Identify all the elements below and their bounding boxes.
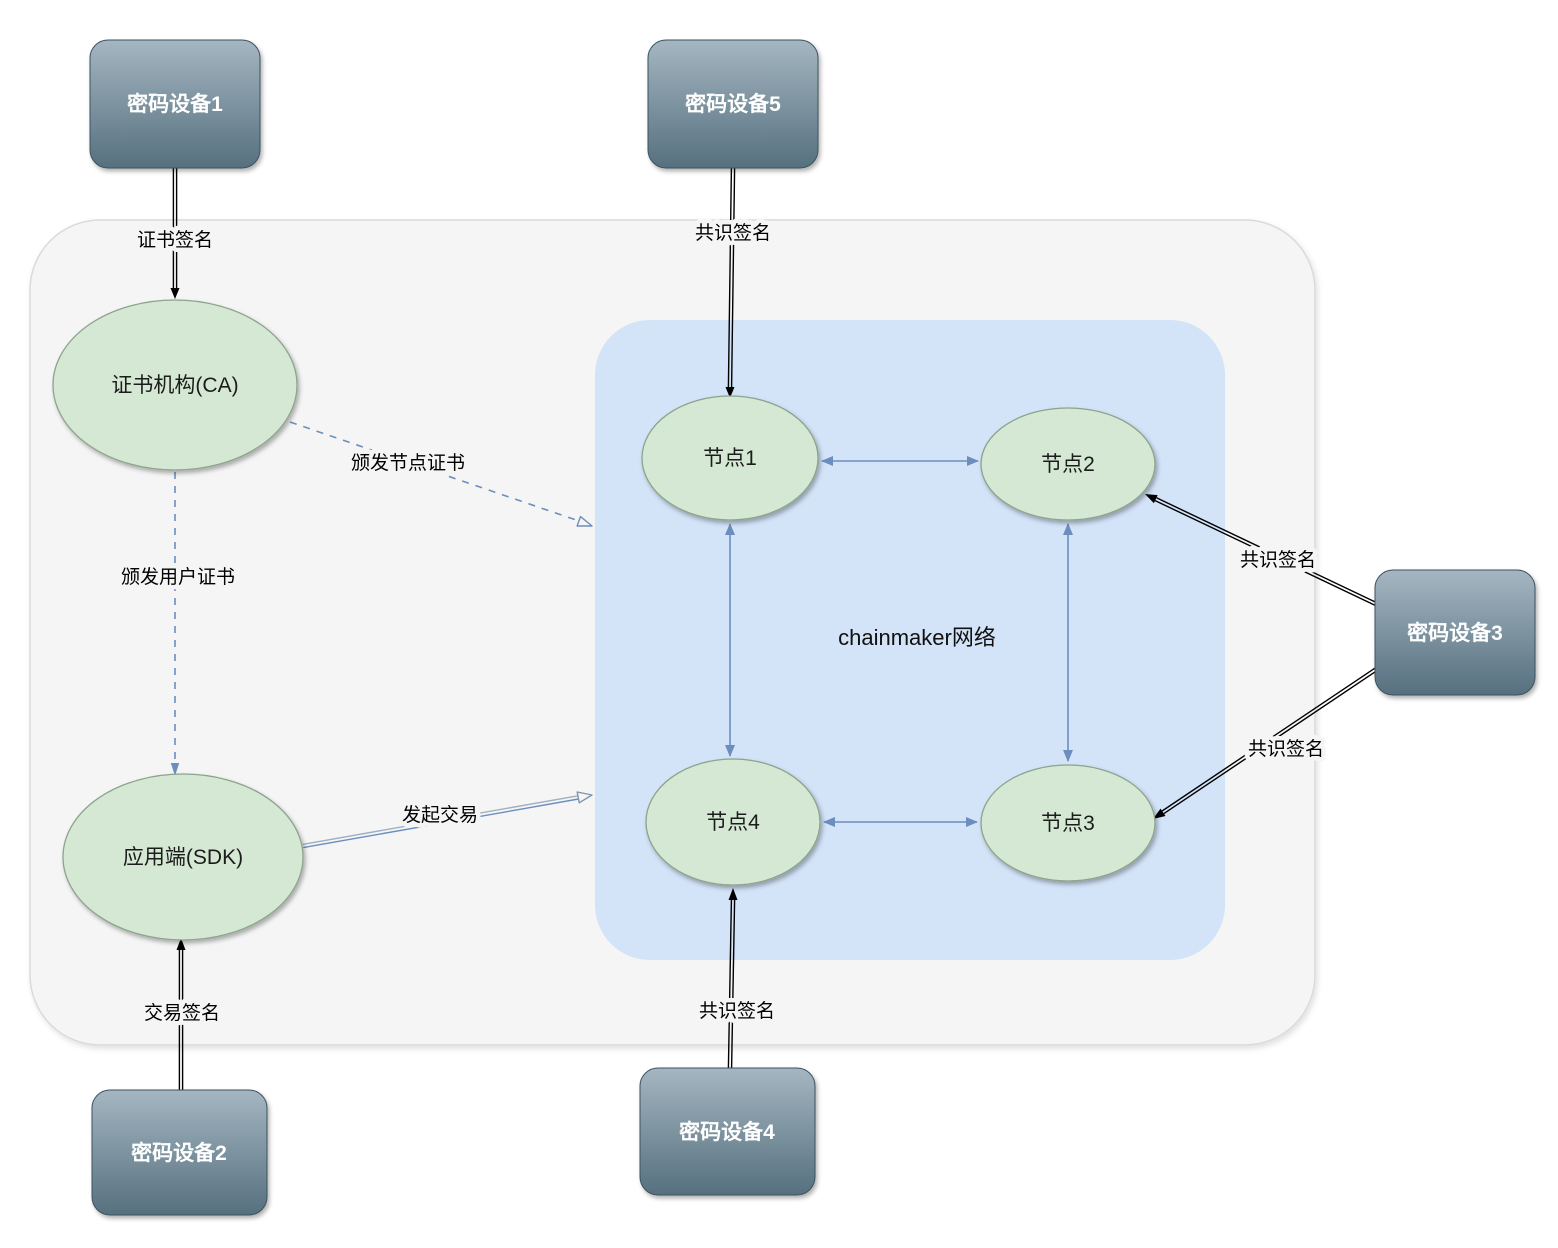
arrowhead-icon — [170, 288, 180, 299]
ca-label: 证书机构(CA) — [111, 374, 238, 397]
node1-ellipse — [641, 395, 819, 521]
edge-consensus-bottom-line — [727, 899, 733, 1069]
node3-label: 节点3 — [1041, 812, 1095, 835]
device5-label: 密码设备5 — [685, 92, 781, 116]
edge-consensus-top — [725, 167, 736, 398]
node1: 节点1 — [641, 395, 819, 521]
device1-box: 密码设备1 — [89, 39, 261, 169]
edge-label-cert-sign: 证书签名 — [137, 229, 213, 251]
node3-ellipse — [980, 764, 1156, 882]
node2-label: 节点2 — [1041, 453, 1095, 476]
node4-label: 节点4 — [706, 811, 760, 834]
node3: 节点3 — [980, 764, 1156, 882]
device1-label: 密码设备1 — [127, 92, 223, 116]
arrowhead-icon — [176, 938, 186, 950]
arrowhead-icon — [170, 763, 180, 776]
network-label: chainmaker网络 — [838, 625, 996, 650]
edge-label-consensus-top: 共识签名 — [695, 222, 771, 244]
edge-label-issue-node-cert: 颁发节点证书 — [351, 452, 465, 474]
device5-rect — [647, 39, 819, 169]
edge-label-consensus-right-bottom: 共识签名 — [1248, 738, 1324, 760]
edge-tx-sign — [176, 938, 186, 1090]
node4: 节点4 — [645, 758, 821, 886]
device1-rect — [89, 39, 261, 169]
edge-label-initiate-tx: 发起交易 — [402, 804, 478, 826]
arrowhead-icon — [576, 791, 593, 804]
node2: 节点2 — [980, 407, 1156, 521]
arrowhead-icon — [1145, 494, 1158, 504]
device4-box: 密码设备4 — [639, 1067, 816, 1196]
edge-label-consensus-bottom: 共识签名 — [699, 1000, 775, 1022]
edge-initiate-tx — [302, 791, 593, 849]
device2-box: 密码设备2 — [91, 1089, 268, 1216]
edge-label-tx-sign: 交易签名 — [144, 1002, 220, 1024]
sdk-node: 应用端(SDK) — [62, 773, 304, 941]
edge-consensus-right-bottom — [1153, 666, 1380, 819]
edge-consensus-bottom-line — [730, 899, 736, 1069]
edge-label-consensus-right-top: 共识签名 — [1240, 549, 1316, 571]
edge-issue-node-cert — [289, 421, 593, 527]
edge-consensus-bottom — [727, 888, 738, 1069]
arrowhead-icon — [1153, 808, 1166, 819]
edge-consensus-right-top — [1145, 494, 1380, 608]
sdk-ellipse — [62, 773, 304, 941]
device5-box: 密码设备5 — [647, 39, 819, 169]
edge-consensus-right-bottom-line — [1161, 666, 1378, 812]
node2-ellipse — [980, 407, 1156, 521]
edge-cert-sign — [170, 168, 180, 299]
edge-consensus-right-bottom-line — [1163, 668, 1380, 815]
device3-rect — [1374, 569, 1536, 696]
edge-issue-node-cert-line — [289, 421, 580, 522]
node4-ellipse — [645, 758, 821, 886]
edge-initiate-tx-line — [302, 795, 579, 846]
edge-issue-user-cert — [170, 472, 180, 776]
edge-initiate-tx-line — [303, 798, 579, 849]
arrowhead-icon — [576, 515, 593, 527]
node1-label: 节点1 — [703, 447, 757, 470]
sdk-label: 应用端(SDK) — [123, 846, 243, 869]
edge-label-issue-user-cert: 颁发用户证书 — [121, 566, 235, 588]
device4-rect — [639, 1067, 816, 1196]
device3-label: 密码设备3 — [1407, 621, 1503, 645]
arrowhead-icon — [725, 387, 735, 398]
device2-rect — [91, 1089, 268, 1216]
edge-consensus-right-top-line — [1156, 497, 1380, 605]
edge-consensus-top-line — [727, 167, 733, 388]
ca-node: 证书机构(CA) — [52, 299, 298, 471]
ca-ellipse — [52, 299, 298, 471]
device2-label: 密码设备2 — [131, 1141, 227, 1165]
edge-consensus-top-line — [730, 167, 736, 388]
edge-consensus-right-top-line — [1154, 499, 1378, 608]
arrowhead-icon — [728, 888, 738, 900]
device3-box: 密码设备3 — [1374, 569, 1536, 696]
device4-label: 密码设备4 — [679, 1120, 775, 1144]
